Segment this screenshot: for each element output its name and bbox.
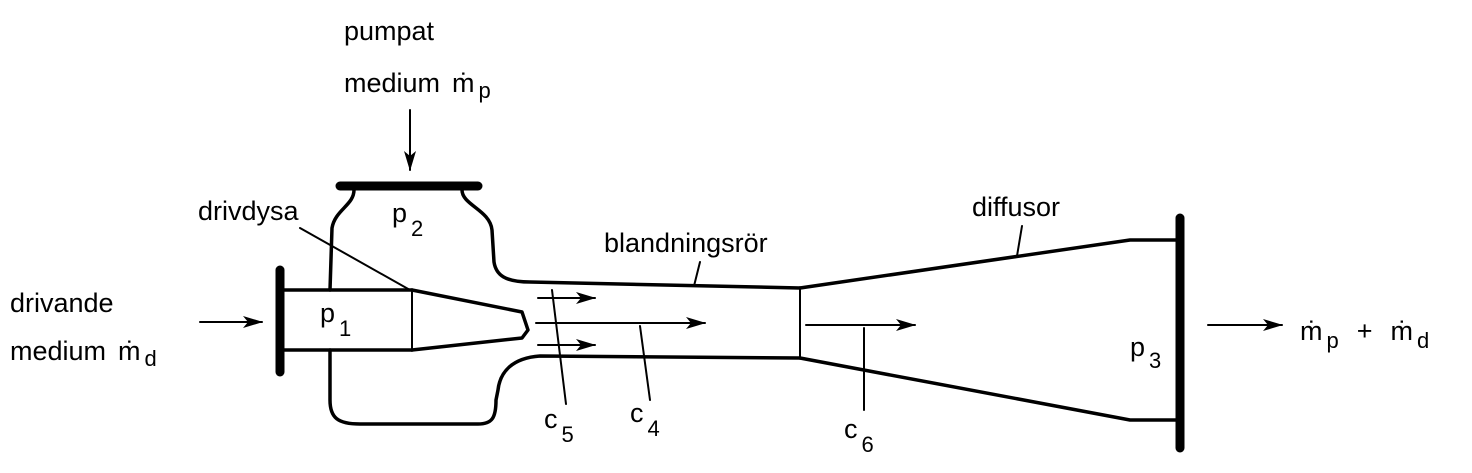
c6-symbol: c	[844, 414, 858, 444]
nozzle-body	[410, 288, 530, 352]
outlet-flow-label: ṁ p + ṁ d	[1300, 316, 1429, 353]
p2-subscript: 2	[411, 216, 423, 241]
c4-symbol: c	[630, 398, 644, 428]
c5-subscript: 5	[562, 422, 574, 447]
diffuser-wall-top	[798, 238, 1182, 290]
p1-label: p 1	[320, 298, 351, 341]
mixing-tube-label: blandningsrör	[604, 228, 768, 258]
pumped-medium-symbol: ṁ	[452, 68, 475, 98]
c4-subscript: 4	[648, 416, 660, 441]
p1-subscript: 1	[339, 316, 351, 341]
suction-chamber-upper	[328, 188, 802, 292]
p3-label: p 3	[1130, 332, 1161, 373]
diffuser-label: diffusor	[972, 192, 1060, 222]
outlet-m1-symbol: ṁ	[1300, 316, 1323, 346]
p2-symbol: p	[392, 198, 407, 228]
p3-subscript: 3	[1149, 348, 1161, 373]
p1-symbol: p	[320, 298, 335, 328]
p3-symbol: p	[1130, 332, 1145, 362]
motive-medium-word: medium	[10, 336, 106, 366]
nozzle-label: drivdysa	[198, 196, 300, 226]
outlet-plus: +	[1357, 316, 1373, 346]
diffuser-wall-bottom	[798, 356, 1182, 422]
c5-leader	[551, 289, 567, 405]
motive-medium-label-line2: medium ṁ d	[10, 336, 157, 371]
suction-chamber-lower	[328, 348, 802, 426]
outlet-m2-subscript: d	[1417, 328, 1429, 353]
pumped-medium-label-line1: pumpat	[344, 16, 435, 46]
c5-symbol: c	[544, 404, 558, 434]
pumped-medium-word: medium	[344, 68, 440, 98]
c4-label: c 4	[630, 398, 660, 441]
pumped-medium-subscript: p	[479, 78, 491, 103]
diffuser-leader	[1016, 225, 1023, 257]
c6-subscript: 6	[862, 432, 874, 457]
motive-medium-label-line1: drivande	[10, 288, 114, 318]
c6-label: c 6	[844, 414, 874, 457]
motive-medium-subscript: d	[145, 346, 157, 371]
p2-label: p 2	[392, 198, 423, 241]
mixing-tube-leader	[693, 261, 701, 287]
motive-medium-symbol: ṁ	[118, 336, 141, 366]
c4-leader	[639, 325, 651, 401]
nozzle-leader	[299, 227, 411, 291]
pumped-medium-label-line2: medium ṁ p	[344, 68, 491, 103]
outlet-m2-symbol: ṁ	[1391, 316, 1414, 346]
c5-label: c 5	[544, 404, 574, 447]
outlet-m1-subscript: p	[1327, 328, 1339, 353]
